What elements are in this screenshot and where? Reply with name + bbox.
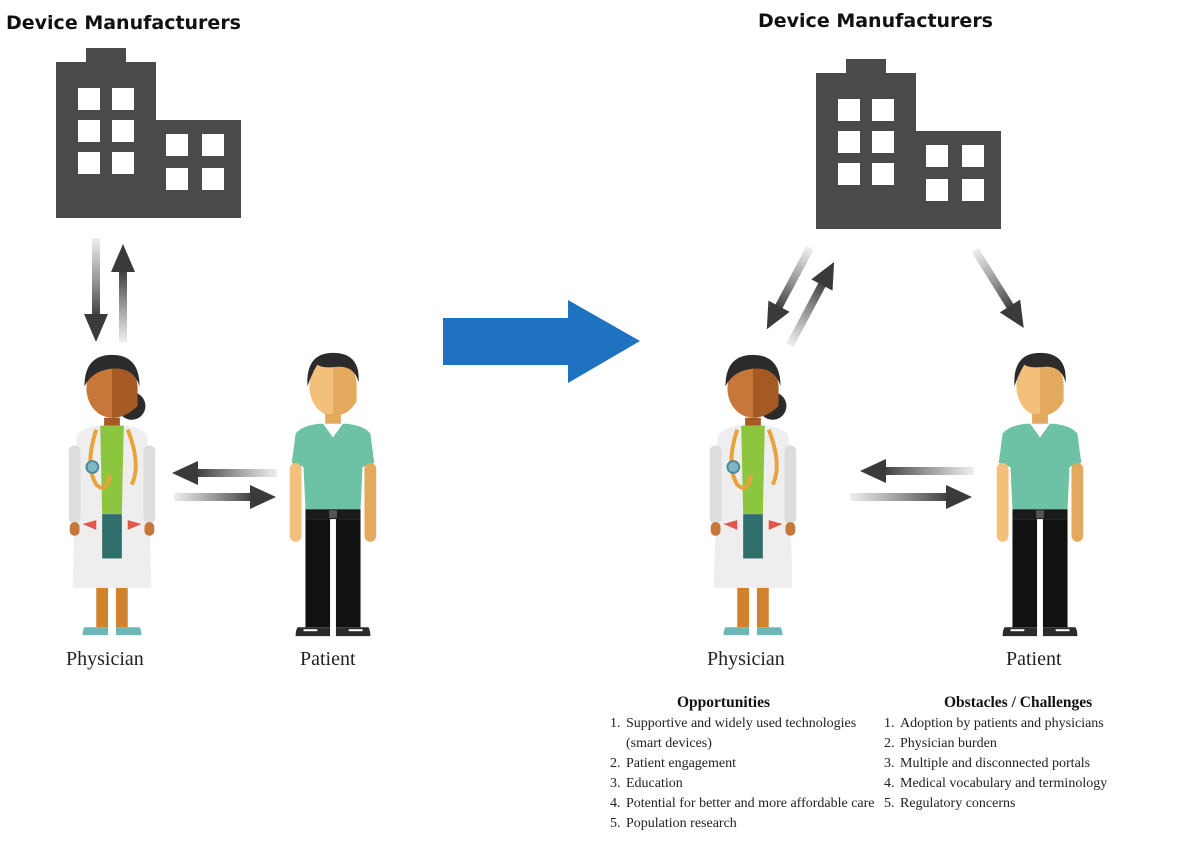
obstacles-heading: Obstacles / Challenges	[944, 694, 1093, 711]
left-physician-label: Physician	[66, 648, 144, 670]
right-title: Device Manufacturers	[758, 10, 993, 32]
right-patient-label: Patient	[1006, 648, 1062, 670]
obstacle-item: Physician burden	[898, 734, 1178, 754]
right-building-icon	[816, 59, 1001, 229]
left-arrow-down-to-physician	[84, 238, 108, 342]
right-arrow-physician-to-patient	[850, 485, 972, 509]
left-physician-icon	[66, 352, 158, 638]
obstacle-item: Multiple and disconnected portals	[898, 754, 1178, 774]
opportunity-item: Patient engagement	[624, 754, 884, 774]
right-patient-icon	[995, 351, 1085, 638]
right-physician-label: Physician	[707, 648, 785, 670]
opportunity-item: Education	[624, 774, 884, 794]
left-title: Device Manufacturers	[6, 12, 241, 34]
obstacle-item: Medical vocabulary and terminology	[898, 774, 1178, 794]
left-arrow-up-to-manufacturer	[111, 244, 135, 342]
opportunity-item: Population research	[624, 814, 884, 834]
right-arrow-manufacturer-to-patient	[971, 247, 1024, 329]
right-arrow-manufacturer-to-physician	[766, 246, 814, 330]
transition-arrow-icon	[443, 300, 640, 383]
opportunities-heading: Opportunities	[677, 694, 771, 711]
obstacles-list: Adoption by patients and physicians Phys…	[870, 714, 1178, 814]
left-arrow-patient-to-physician	[172, 461, 277, 485]
opportunity-item: Supportive and widely used technologies …	[624, 714, 884, 754]
obstacle-item: Regulatory concerns	[898, 794, 1178, 814]
obstacle-item: Adoption by patients and physicians	[898, 714, 1178, 734]
opportunity-item: Potential for better and more affordable…	[624, 794, 884, 814]
opportunities-list: Supportive and widely used technologies …	[596, 714, 884, 834]
right-arrow-physician-to-manufacturer	[786, 262, 835, 347]
left-arrow-physician-to-patient	[174, 485, 276, 509]
right-physician-icon	[707, 352, 799, 638]
left-patient-icon	[288, 351, 378, 638]
left-patient-label: Patient	[300, 648, 356, 670]
left-building-icon	[56, 48, 241, 218]
right-arrow-patient-to-physician	[860, 459, 974, 483]
